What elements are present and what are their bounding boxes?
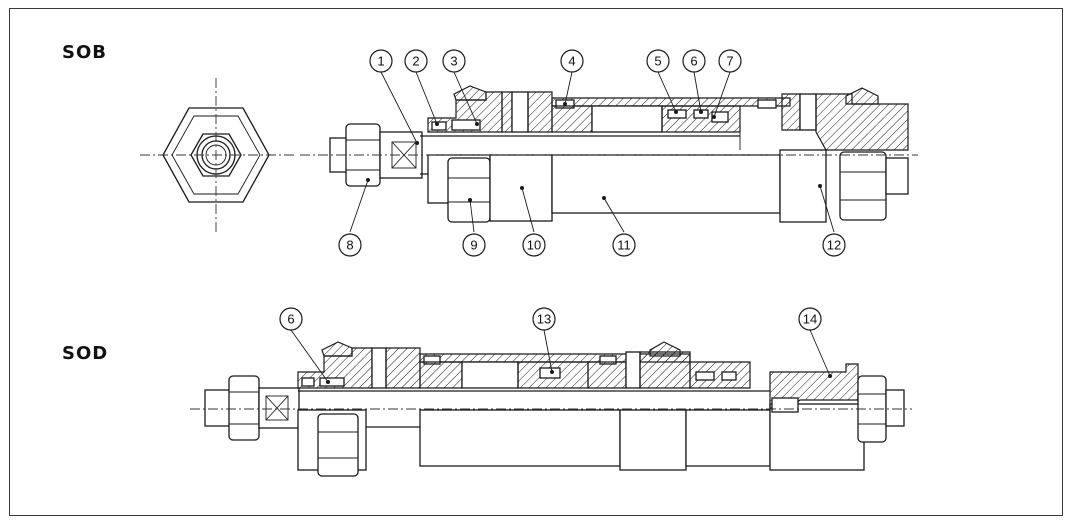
svg-text:11: 11	[617, 238, 631, 253]
svg-text:7: 7	[726, 54, 733, 69]
callout-4: 4	[560, 49, 584, 73]
sob-end-view	[140, 78, 294, 232]
svg-text:13: 13	[537, 312, 551, 327]
callout-2: 2	[404, 49, 428, 73]
svg-text:9: 9	[470, 238, 477, 253]
callout-10: 10	[522, 233, 546, 257]
svg-text:14: 14	[803, 312, 817, 327]
callout-5: 5	[646, 49, 670, 73]
svg-text:8: 8	[346, 238, 353, 253]
svg-text:6: 6	[287, 312, 294, 327]
svg-text:1: 1	[377, 54, 384, 69]
sob-callouts: 1 2 3 4 5 6 7 8 9 10 11 12	[338, 49, 846, 257]
svg-text:3: 3	[450, 54, 457, 69]
callout-7: 7	[718, 49, 742, 73]
svg-text:2: 2	[412, 54, 419, 69]
sod-side-view	[190, 341, 912, 477]
section-label-sob: SOB	[62, 42, 107, 63]
sod-callouts: 6 13 14	[279, 307, 832, 384]
sob-side-view	[300, 85, 918, 223]
section-label-sod: SOD	[62, 343, 109, 364]
svg-text:5: 5	[654, 54, 661, 69]
svg-text:12: 12	[827, 238, 841, 253]
svg-text:4: 4	[568, 54, 575, 69]
callout-13: 13	[532, 307, 556, 331]
callout-12: 12	[822, 233, 846, 257]
callout-6-sod: 6	[279, 307, 303, 331]
callout-14: 14	[798, 307, 822, 331]
svg-text:10: 10	[527, 238, 541, 253]
diagram-frame	[9, 8, 1063, 516]
svg-text:6: 6	[690, 54, 697, 69]
callout-3: 3	[442, 49, 466, 73]
callout-8: 8	[338, 233, 362, 257]
callout-6: 6	[682, 49, 706, 73]
callout-11: 11	[612, 233, 636, 257]
callout-1: 1	[369, 49, 393, 73]
callout-9: 9	[462, 233, 486, 257]
